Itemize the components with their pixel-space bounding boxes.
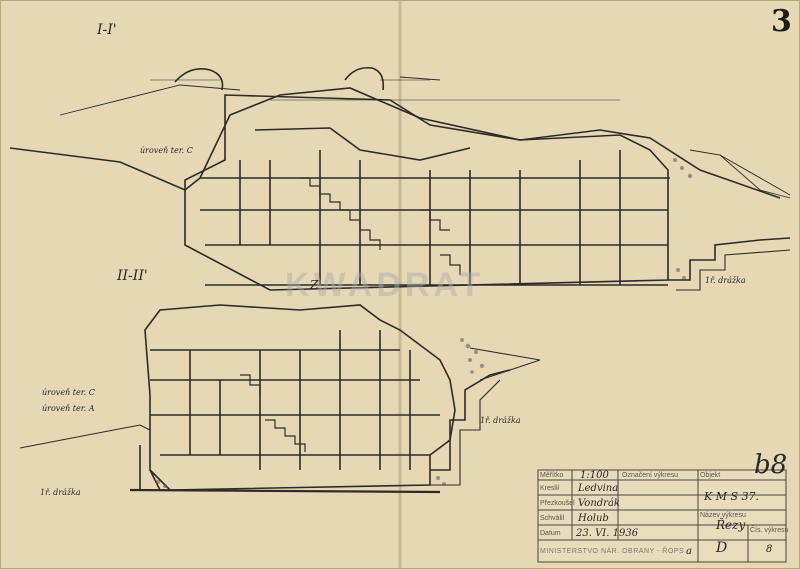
sheet-code-annotation: b8: [754, 450, 788, 480]
tb-value-drawing-no: 8: [766, 544, 773, 555]
upper-left-level-label: úroveň ter. C: [140, 146, 193, 155]
tb-label-checked: Přezkoušel: [540, 500, 575, 507]
sheet-number: 3: [771, 4, 792, 39]
tb-label-approved: Schválil: [540, 515, 565, 522]
tb-label-set-copy: Označení výkresu: [622, 472, 679, 479]
rubble-hatching: [156, 158, 693, 488]
section-2-drawing: [19, 304, 541, 494]
section-title-upper: I-I': [97, 22, 117, 38]
tb-footer-stamp: MINISTERSTVO NÁR. OBRANY - ŘOPS: [540, 548, 685, 555]
watermark-logo: KWADRAT: [285, 266, 485, 304]
tb-label-date: Datum: [540, 530, 561, 537]
section-1-drawing: [9, 66, 791, 291]
tb-label-drawing-no: Čís. výkresu: [750, 527, 789, 534]
tb-value-object: K M S 37.: [704, 490, 759, 503]
tb-label-drawn: Kreslil: [540, 485, 560, 492]
lower-left-level1: úroveň ter. C: [42, 388, 95, 397]
tb-label-drawing-name: Název výkresu: [700, 512, 746, 519]
tb-value-approved: Holub: [578, 513, 609, 524]
lower-left-soil-label: 1ř. drážka: [40, 488, 81, 497]
tb-value-letter-d: D: [716, 540, 728, 556]
tb-value-drawn: Ledvina: [578, 483, 619, 494]
lower-left-level2: úroveň ter. A: [42, 404, 95, 413]
section-title-lower: II-II': [117, 268, 148, 284]
tb-value-date: 23. VI. 1936: [576, 528, 639, 539]
lower-center-label: Z: [310, 278, 319, 292]
tb-value-checked: Vondrák: [578, 498, 620, 509]
lower-right-soil-label: 1ř. drážka: [480, 416, 521, 425]
tb-label-object: Objekt: [700, 472, 721, 479]
tb-value-drawing-name: Řezy: [716, 518, 746, 532]
tb-value-scale: 1:100: [580, 470, 609, 481]
title-block-frame: [537, 469, 787, 563]
upper-right-soil-label: 1ř. drážka: [705, 276, 746, 285]
tb-label-scale: Měřítko: [540, 472, 564, 479]
tb-value-letter-a: a: [686, 546, 692, 557]
